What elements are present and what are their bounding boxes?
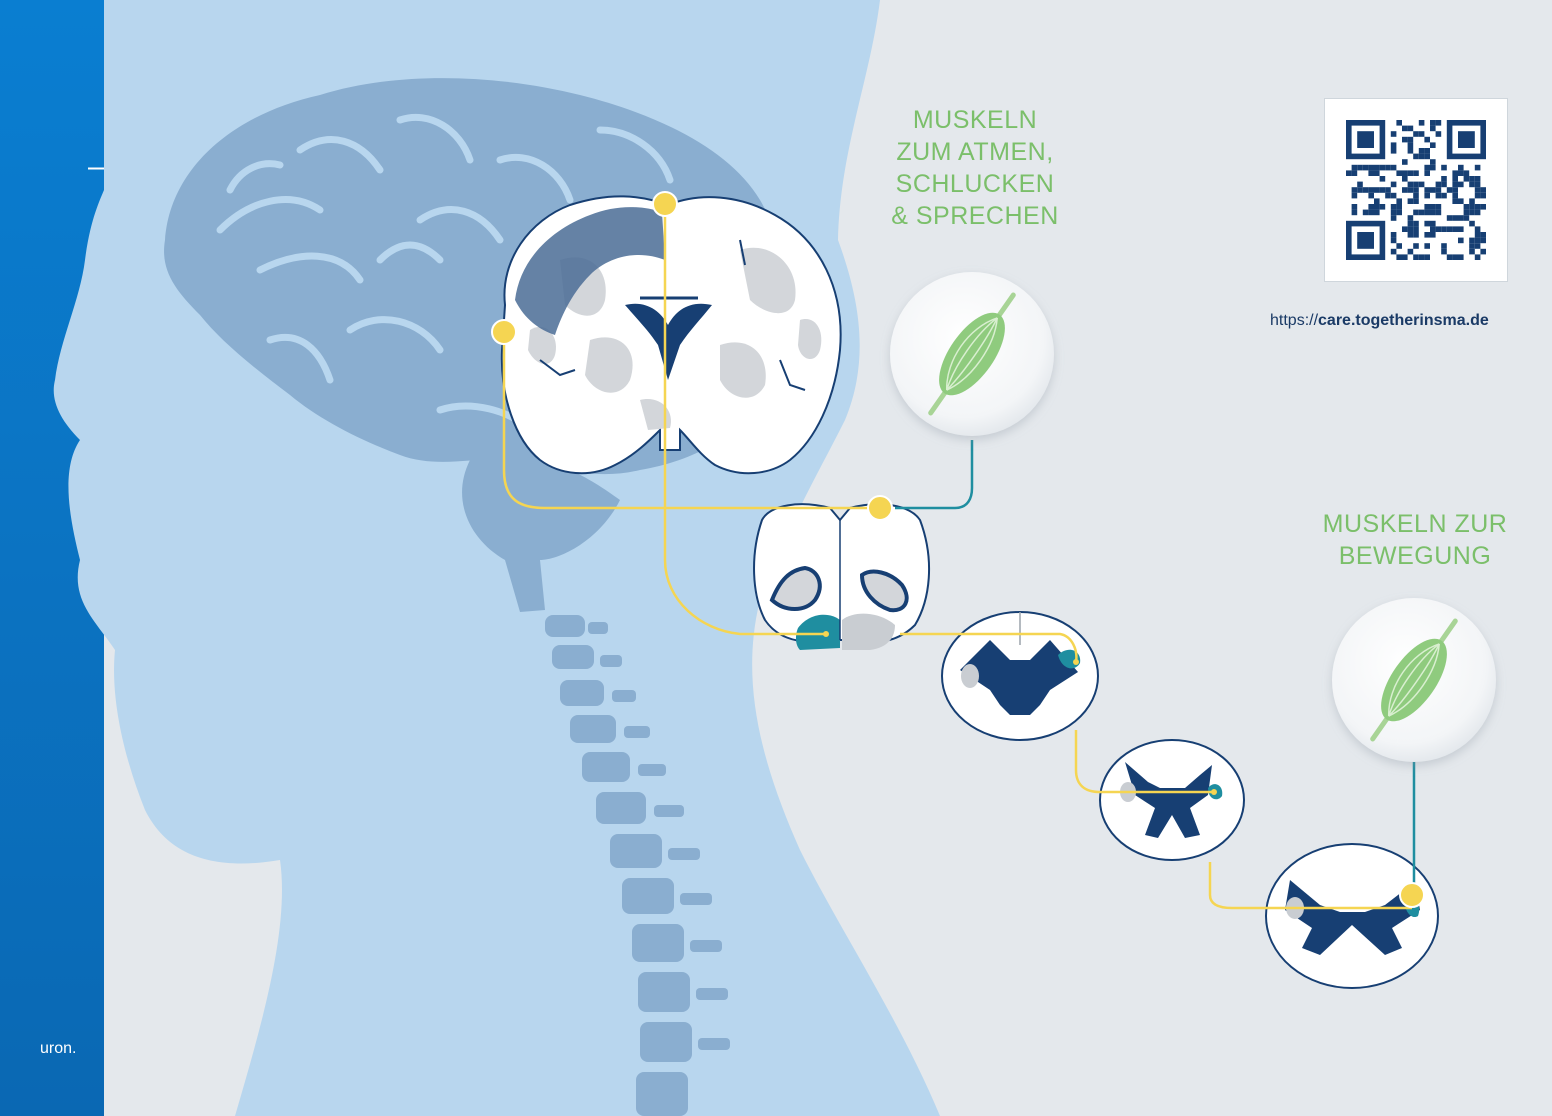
label-movement-line-1: MUSKELN ZUR xyxy=(1322,510,1508,538)
label-breathing-line-1: MUSKELN xyxy=(912,106,1038,134)
neural-pathways xyxy=(502,204,1412,910)
url-prefix: https:// xyxy=(1270,312,1319,329)
pathway-nodes xyxy=(491,191,1425,908)
spinal-cord-section-1 xyxy=(941,611,1099,741)
url-domain: care.togetherinsma.de xyxy=(1318,312,1489,329)
brainstem-silhouette xyxy=(462,453,620,612)
muscle-icon-movement xyxy=(1332,598,1496,762)
brainstem-section xyxy=(753,503,930,650)
brain-folds xyxy=(216,113,674,434)
website-url[interactable]: https://care.togetherinsma.de xyxy=(1270,312,1552,330)
small-pathway-dots xyxy=(823,631,1217,795)
label-breathing-line-4: & SPRECHEN xyxy=(891,202,1059,230)
side-fragment-dash: – xyxy=(88,150,104,183)
label-breathing-line-2: ZUM ATMEN, xyxy=(896,138,1054,166)
label-breathing-line-3: SCHLUCKEN xyxy=(895,170,1055,198)
qr-code[interactable] xyxy=(1324,98,1508,282)
side-footnote: uron. xyxy=(40,1040,77,1057)
label-breathing-muscles: MUSKELN ZUM ATMEN, SCHLUCKEN & SPRECHEN xyxy=(870,104,1080,232)
muscle-connectors xyxy=(895,440,1416,894)
muscle-icon-breathing xyxy=(890,272,1054,436)
brain-coronal-section xyxy=(500,195,842,475)
label-movement-muscles: MUSKELN ZUR BEWEGUNG xyxy=(1290,508,1540,572)
spine xyxy=(545,615,730,1116)
spinal-cord-section-2 xyxy=(1099,739,1245,861)
qr-code-pattern xyxy=(1346,120,1486,260)
label-movement-line-2: BEWEGUNG xyxy=(1338,542,1492,570)
spinal-cord-section-3 xyxy=(1265,843,1439,989)
